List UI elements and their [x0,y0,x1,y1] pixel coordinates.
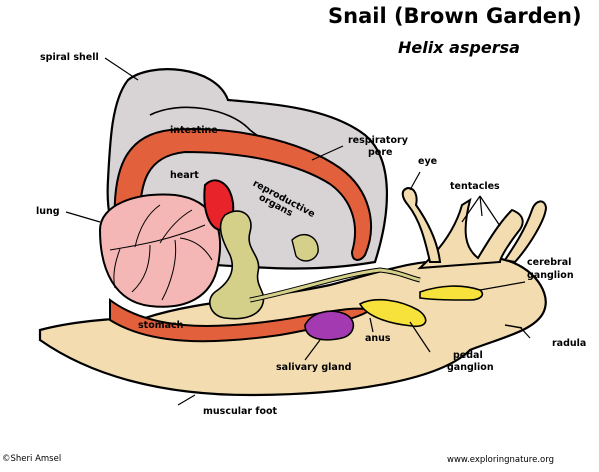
gland-lobe-shape [292,235,318,261]
label-anus: anus [365,333,391,344]
label-heart: heart [170,170,199,181]
label-eye: eye [418,156,437,167]
label-salivary-gland: salivary gland [276,362,351,373]
page-title: Snail (Brown Garden) [328,4,582,28]
label-radula: radula [552,338,586,349]
label-intestine: intestine [170,125,218,136]
label-spiral-shell: spiral shell [40,52,99,63]
label-respiratory-pore-line1: respiratory [348,135,408,146]
website-credit[interactable]: www.exploringnature.org [447,455,554,465]
page-subtitle: Helix aspersa [398,38,520,57]
author-credit: ©Sheri Amsel [2,454,61,464]
label-cerebral-ganglion-line1: cerebral [527,257,571,268]
label-stomach: stomach [138,320,183,331]
lung-shape [100,195,220,307]
eye-tentacle-shape [403,188,440,262]
label-respiratory-pore-line2: pore [368,147,392,158]
label-pedal-ganglion-line2: ganglion [447,362,494,373]
label-tentacles: tentacles [450,181,500,192]
label-pedal-ganglion-line1: pedal [453,350,483,361]
label-cerebral-ganglion-line2: ganglion [527,270,574,281]
label-muscular-foot: muscular foot [203,406,277,417]
label-lung: lung [36,206,60,217]
